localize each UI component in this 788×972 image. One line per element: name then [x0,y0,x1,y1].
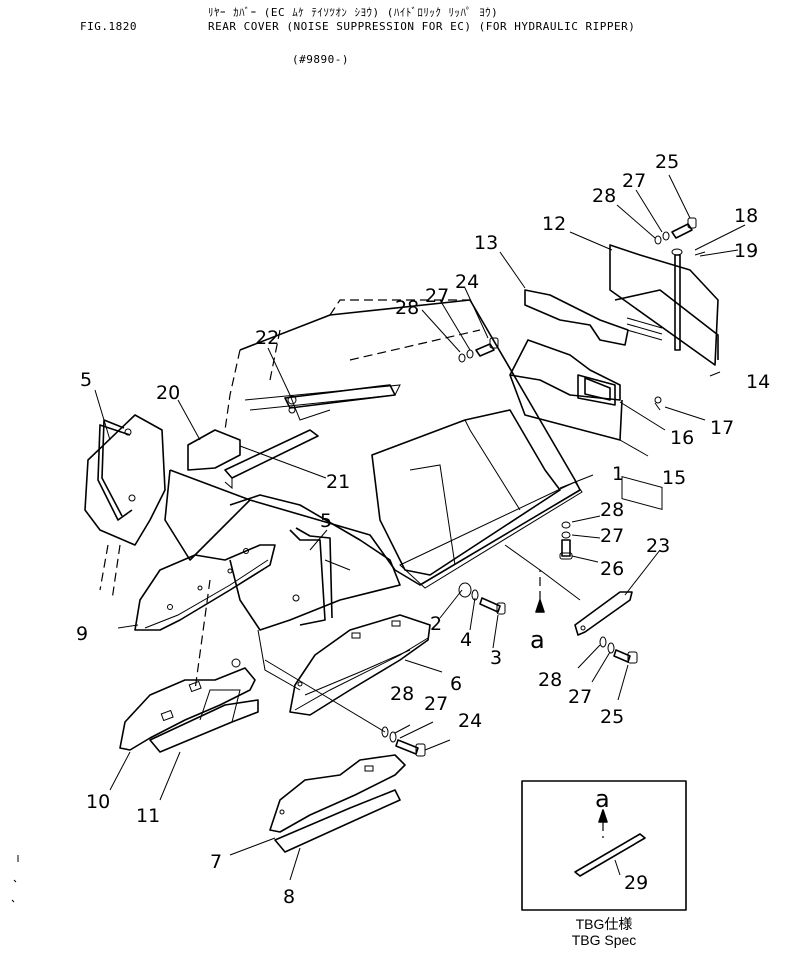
tbg-spec-label-en: TBG Spec [571,932,637,948]
callout-22: 22 [255,327,279,349]
callout-28-d: 28 [538,669,562,691]
callout-20: 20 [156,382,180,404]
callout-29: 29 [624,872,648,894]
callout-6: 6 [450,673,462,695]
callout-15: 15 [662,467,686,489]
callout-25-lower: 25 [600,706,624,728]
callout-28-c: 28 [600,499,624,521]
rear-cover-body [164,299,583,691]
callout-17: 17 [710,417,734,439]
fasteners [264,217,697,757]
callout-3: 3 [490,647,502,669]
callout-5-left: 5 [80,369,92,391]
tbg-spec-label-jp: TBG仕様 [575,916,633,932]
callout-18: 18 [734,205,758,227]
callout-28-a: 28 [592,185,616,207]
diagram-title: REAR COVER (NOISE SUPPRESSION FOR EC) (F… [208,20,636,33]
callout-24-lower: 24 [458,710,482,732]
panel-9 [134,544,276,691]
callout-23: 23 [646,535,670,557]
callout-9: 9 [76,623,88,645]
callout-1: 1 [612,463,624,485]
serial-range: (#9890-) [292,53,349,66]
callout-4: 4 [460,629,472,651]
callout-11: 11 [136,805,160,827]
callout-14: 14 [746,371,770,393]
panels-12-17 [509,244,719,511]
callout-24-upper: 24 [455,271,479,293]
callout-10: 10 [86,791,110,813]
callout-28-b: 28 [395,297,419,319]
callout-26: 26 [600,558,624,580]
callout-27-e: 27 [424,693,448,715]
callout-2: 2 [430,613,442,635]
callout-12: 12 [542,213,566,235]
callout-28-e: 28 [390,683,414,705]
callout-7: 7 [210,851,222,873]
callout-13: 13 [474,232,498,254]
panel-7-8 [269,754,406,853]
callout-8: 8 [283,886,295,908]
callout-labels: 1 2 3 4 5 5 6 7 8 9 10 11 12 13 14 15 16… [76,151,770,908]
bracket-20-21-22 [187,384,396,490]
kana-title: ﾘﾔｰ ｶﾊﾞｰ (EC ﾑｹ ﾃｲｿﾂｵﾝ ｼﾖｳ) (ﾊｲﾄﾞﾛﾘｯｸ ﾘｯ… [208,6,499,19]
margin-mark [11,855,19,903]
callout-16: 16 [670,427,694,449]
view-a-label: a [530,626,545,654]
callout-25-upper: 25 [655,151,679,173]
panel-10-11 [119,658,259,753]
panel-6 [289,614,431,716]
callout-5-center: 5 [320,510,332,532]
inset-view-a-label: a [595,785,610,813]
view-a-arrow [535,570,545,613]
handle-5-left [84,414,166,601]
callout-27-d: 27 [568,686,592,708]
callout-27-a: 27 [622,170,646,192]
figure-number: FIG.1820 [80,20,137,33]
callout-19: 19 [734,240,758,262]
handle-5-center [289,527,351,626]
callout-21: 21 [326,471,350,493]
callout-27-c: 27 [600,525,624,547]
tbg-spec-inset: a [521,780,687,911]
callout-27-b: 27 [425,285,449,307]
leader-lines [94,174,746,881]
